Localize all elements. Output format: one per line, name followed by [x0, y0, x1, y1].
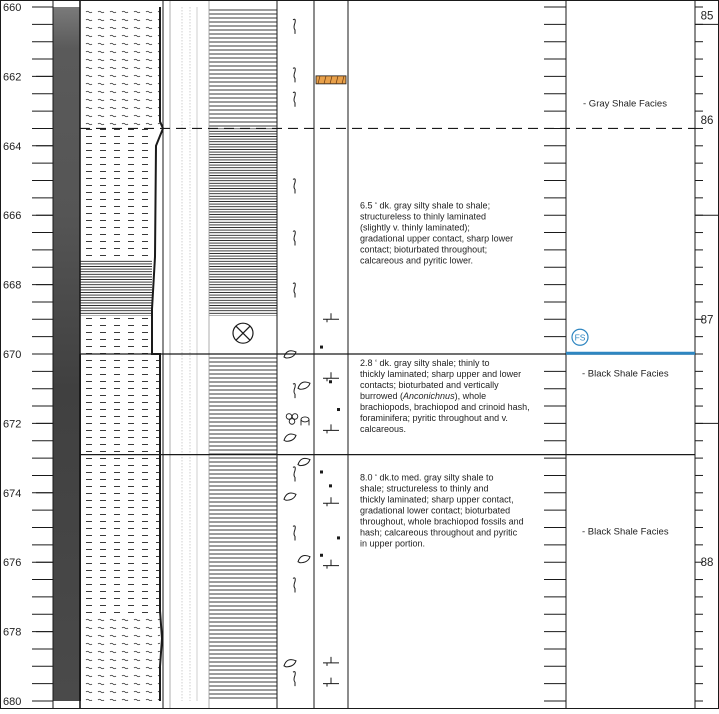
concretion-brick	[317, 75, 321, 84]
unit-description-1: calcareous and pyritic lower.	[360, 255, 473, 265]
brachiopod-symbol	[283, 350, 297, 359]
crinoid-symbol	[300, 416, 310, 423]
unit-description-2: contacts; bioturbated and vertically	[360, 380, 499, 390]
brachiopod-symbol	[297, 555, 311, 564]
depth-label: 664	[3, 141, 21, 153]
sample-number: 88	[701, 557, 714, 569]
depth-label: 676	[3, 557, 21, 569]
bioturbation-symbol	[323, 424, 339, 434]
bioturbation-symbol	[323, 677, 339, 687]
depth-label: 668	[3, 280, 21, 292]
pyrite-dot	[320, 553, 323, 557]
burrow-symbol	[292, 18, 296, 34]
unit-description-2: burrowed (Anconichnus), whole	[360, 391, 486, 401]
facies-label: - Gray Shale Facies	[583, 98, 667, 109]
burrow-symbol	[292, 466, 296, 482]
foraminifera-symbol	[288, 418, 296, 425]
unit-description-3: in upper portion.	[360, 539, 425, 549]
lithology-shale-4	[80, 454, 160, 615]
unit-description-2: thickly laminated; sharp upper and lower	[360, 369, 521, 379]
pyrite-dot	[337, 536, 340, 540]
lithology-silty-shale-upper	[80, 7, 160, 129]
lamination-lower	[209, 354, 277, 701]
concretion-brick	[341, 75, 345, 84]
bioturbation-symbol	[323, 559, 339, 569]
bioturbation-symbol	[323, 313, 339, 323]
brachiopod-symbol	[283, 659, 297, 668]
unit-description-1: (slightly v. thinly laminated);	[360, 222, 470, 232]
bioturbation-symbol	[323, 497, 339, 507]
unit-description-3: 8.0 ‘ dk.to med. gray silty shale to	[360, 473, 494, 483]
burrow-symbol	[292, 577, 296, 593]
burrow-symbol	[292, 525, 296, 541]
facies-label: - Black Shale Facies	[582, 526, 669, 537]
unit-description-3: hash; calcareous throughout and pyritic	[360, 528, 518, 538]
depth-label: 662	[3, 71, 21, 83]
bioturbation-symbol	[323, 656, 339, 666]
foraminifera-symbol	[291, 413, 299, 420]
sample-number: 87	[701, 314, 714, 326]
pyrite-dot	[320, 470, 323, 474]
unit-description-2: calcareous.	[360, 424, 406, 434]
unit-description-1: contact; bioturbated throughout;	[360, 244, 487, 254]
unit-description-2: foraminifera; pyritic throughout and v.	[360, 413, 508, 423]
depth-label: 670	[3, 349, 21, 361]
burrow-symbol	[292, 230, 296, 246]
lithology-shale-2	[80, 315, 152, 354]
brachiopod-symbol	[297, 457, 311, 467]
unit-description-3: gradational lower contact; bioturbated	[360, 506, 510, 516]
brachiopod-symbol	[297, 381, 311, 390]
lithology-shale-3	[80, 354, 160, 455]
concretion-brick	[335, 75, 339, 84]
burrow-symbol	[292, 67, 296, 83]
fs-marker	[571, 328, 589, 346]
depth-label: 678	[3, 627, 21, 639]
brachiopod-symbol	[283, 433, 297, 442]
depth-label: 666	[3, 210, 21, 222]
sample-number: 86	[701, 115, 714, 127]
sample-number: 85	[701, 11, 714, 23]
unit-description-1: structureless to thinly laminated	[360, 211, 486, 221]
brachiopod-symbol	[283, 492, 297, 501]
concretion-brick	[329, 75, 333, 84]
pyrite-dot	[329, 484, 332, 488]
unit-description-1: gradational upper contact, sharp lower	[360, 233, 513, 243]
unit-description-1: 6.5 ‘ dk. gray silty shale to shale;	[360, 200, 490, 210]
burrow-symbol	[292, 282, 296, 298]
pyrite-dot	[337, 408, 340, 412]
unit-description-2: brachiopods, brachiopod and crinoid hash…	[360, 402, 530, 412]
depth-label: 680	[3, 696, 21, 708]
lithology-laminated-1	[80, 260, 152, 316]
unit-description-3: thickly laminated; sharp upper contact,	[360, 495, 514, 505]
burrow-symbol	[292, 383, 296, 399]
burrow-symbol	[292, 178, 296, 194]
depth-label: 674	[3, 488, 21, 500]
burrow-symbol	[292, 671, 296, 687]
lithology-silty-shale-lower	[80, 614, 160, 701]
pyrite-dot	[329, 380, 332, 384]
unit-description-2: 2.8 ‘ dk. gray silty shale; thinly to	[360, 358, 490, 368]
pyrite-cross-b	[235, 325, 251, 341]
burrow-symbol	[292, 91, 296, 107]
gamma-band	[53, 7, 80, 701]
bioturbation-symbol	[323, 372, 339, 382]
unit-description-3: throughout, whole brachiopod fossils and	[360, 517, 524, 527]
pyrite-dot	[320, 345, 323, 349]
concretion-brick	[323, 75, 327, 84]
lithology-shale-1	[80, 128, 155, 261]
depth-label: 660	[3, 2, 21, 14]
lamination-middle	[209, 128, 277, 316]
depth-label: 672	[3, 418, 21, 430]
lamination-upper	[209, 7, 277, 129]
fs-label: FS	[575, 332, 586, 342]
unit-description-3: shale; structureless to thinly and	[360, 484, 489, 494]
facies-label: - Black Shale Facies	[582, 369, 669, 380]
